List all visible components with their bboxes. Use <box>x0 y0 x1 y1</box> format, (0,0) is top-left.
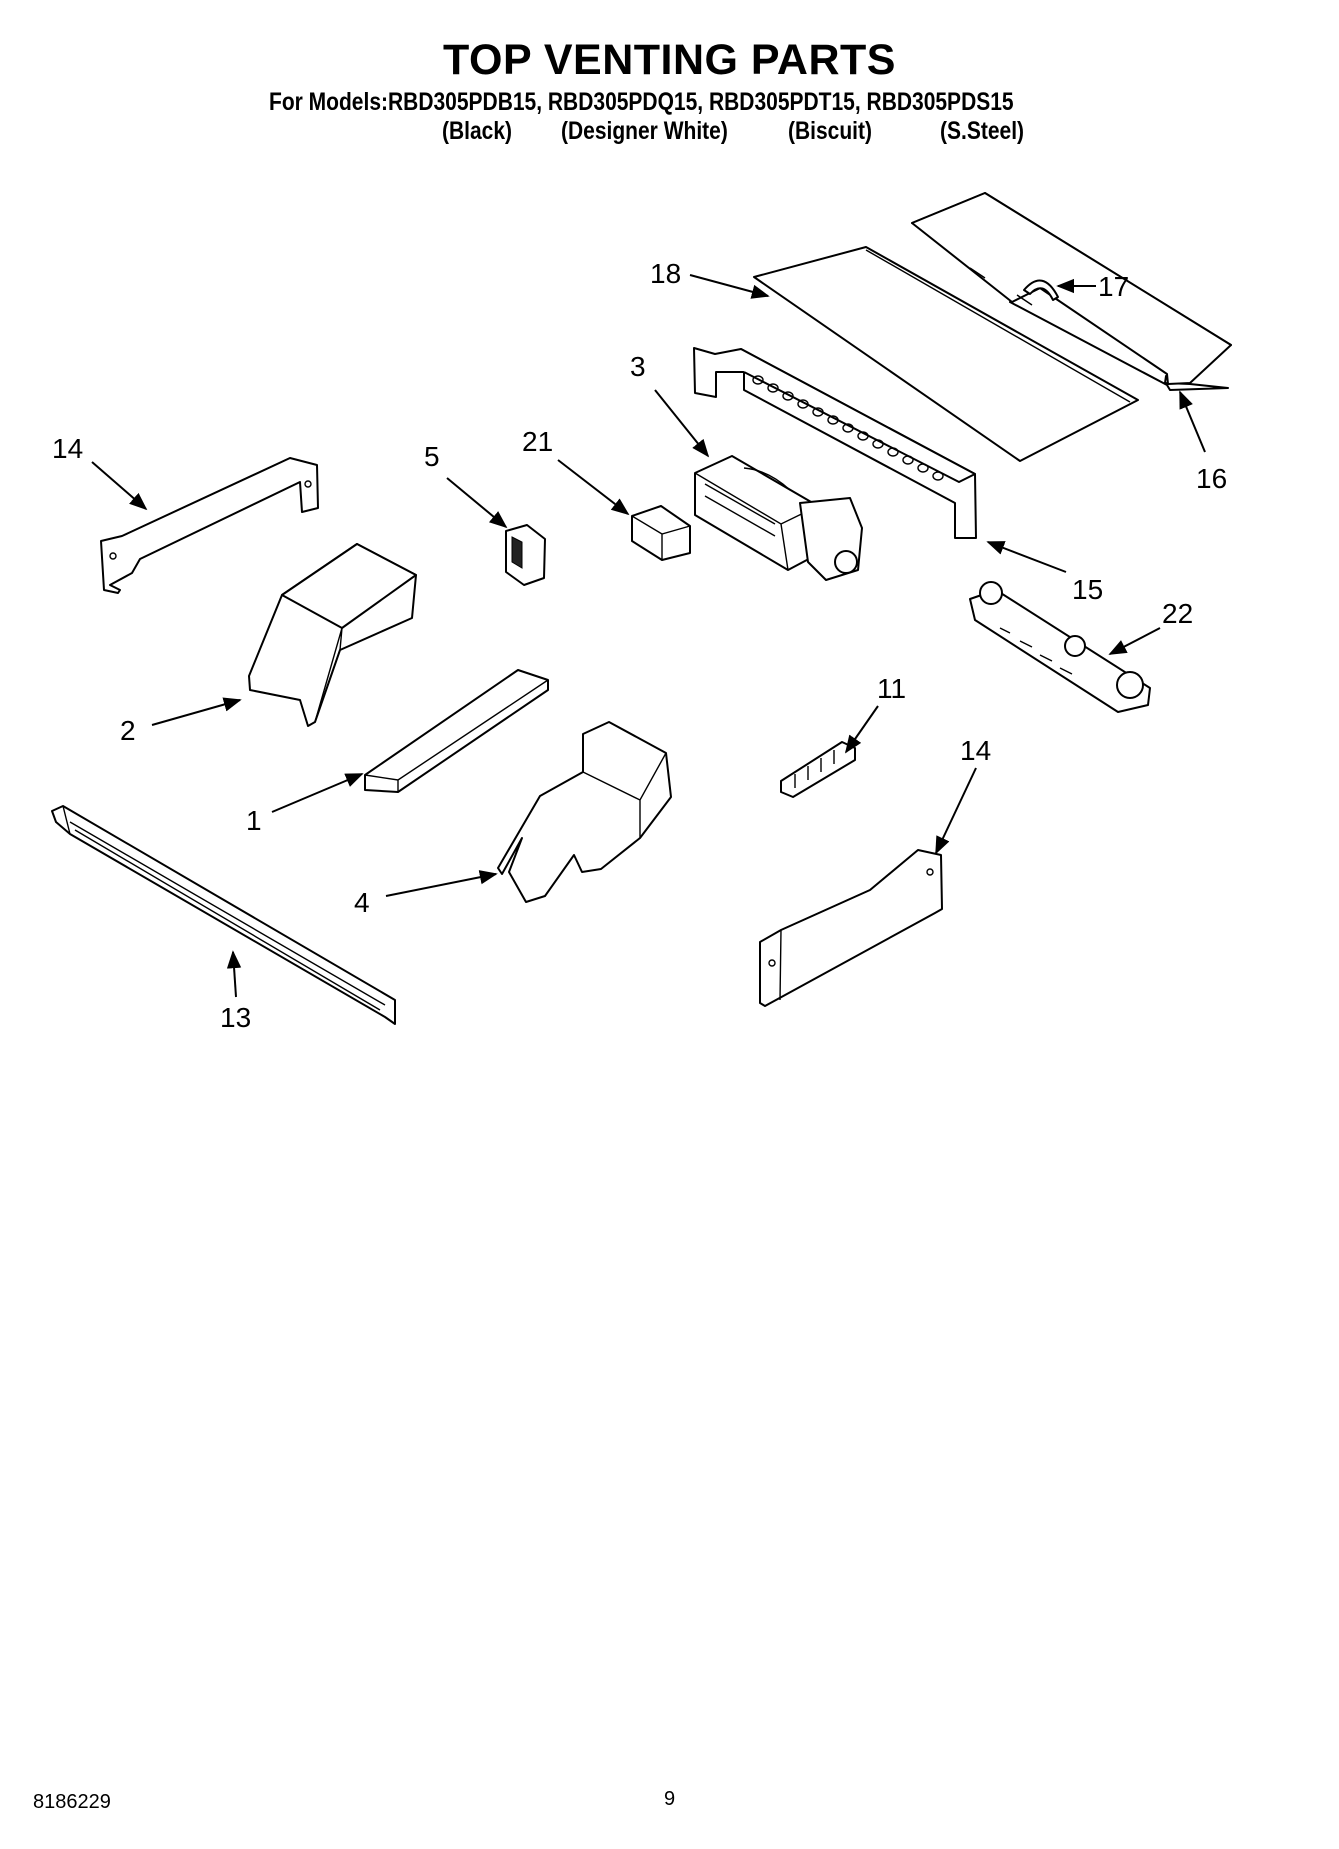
part-21-block <box>631 505 691 561</box>
part-22-bracket <box>969 581 1151 713</box>
callout-13: 13 <box>220 950 251 1033</box>
part-17-clip <box>1023 279 1059 301</box>
variant-biscuit: (Biscuit) <box>788 117 872 145</box>
svg-text:21: 21 <box>522 426 553 457</box>
callout-18: 18 <box>650 258 770 299</box>
part-18-top-panel <box>753 246 1139 462</box>
part-14-right-bracket <box>759 849 943 1007</box>
callout-14-lower: 14 <box>935 735 991 855</box>
part-2-duct <box>248 543 417 727</box>
part-11-terminal-block <box>780 741 856 798</box>
page-title: TOP VENTING PARTS <box>443 36 896 84</box>
callout-3: 3 <box>630 351 710 458</box>
svg-text:17: 17 <box>1098 271 1129 302</box>
part-5-switch <box>505 524 546 586</box>
svg-text:13: 13 <box>220 1002 251 1033</box>
callout-15: 15 <box>986 541 1103 605</box>
svg-text:16: 16 <box>1196 463 1227 494</box>
callout-21: 21 <box>522 426 630 516</box>
part-15-vent-channel <box>693 347 977 539</box>
page-number: 9 <box>664 1788 676 1810</box>
part-1-channel <box>364 669 549 793</box>
callout-1: 1 <box>246 773 364 836</box>
svg-text:14: 14 <box>52 433 83 464</box>
svg-text:18: 18 <box>650 258 681 289</box>
part-14-left-bracket <box>100 457 319 594</box>
callout-11: 11 <box>844 673 906 754</box>
callout-5: 5 <box>424 441 508 529</box>
svg-text:1: 1 <box>246 805 262 836</box>
svg-text:3: 3 <box>630 351 646 382</box>
callout-4: 4 <box>354 870 498 918</box>
variant-black: (Black) <box>442 117 513 145</box>
vent-slots <box>752 375 944 481</box>
svg-text:2: 2 <box>120 715 136 746</box>
callout-17: 17 <box>1056 271 1129 302</box>
part-13-rail <box>51 805 396 1025</box>
callout-14-upper: 14 <box>52 433 148 511</box>
svg-text:22: 22 <box>1162 598 1193 629</box>
part-4-duct-bracket <box>497 721 672 903</box>
document-number: 8186229 <box>33 1791 111 1813</box>
callout-16: 16 <box>1179 390 1227 494</box>
callout-22: 22 <box>1108 598 1193 655</box>
svg-text:4: 4 <box>354 887 370 918</box>
svg-text:11: 11 <box>877 673 906 704</box>
svg-text:5: 5 <box>424 441 440 472</box>
part-3-fan-assembly <box>694 455 863 581</box>
svg-text:14: 14 <box>960 735 991 766</box>
models-line: For Models:RBD305PDB15, RBD305PDQ15, RBD… <box>269 88 1014 116</box>
variant-designer-white: (Designer White) <box>561 117 728 145</box>
variant-s-steel: (S.Steel) <box>940 117 1025 145</box>
svg-text:15: 15 <box>1072 574 1103 605</box>
callout-2: 2 <box>120 697 242 746</box>
